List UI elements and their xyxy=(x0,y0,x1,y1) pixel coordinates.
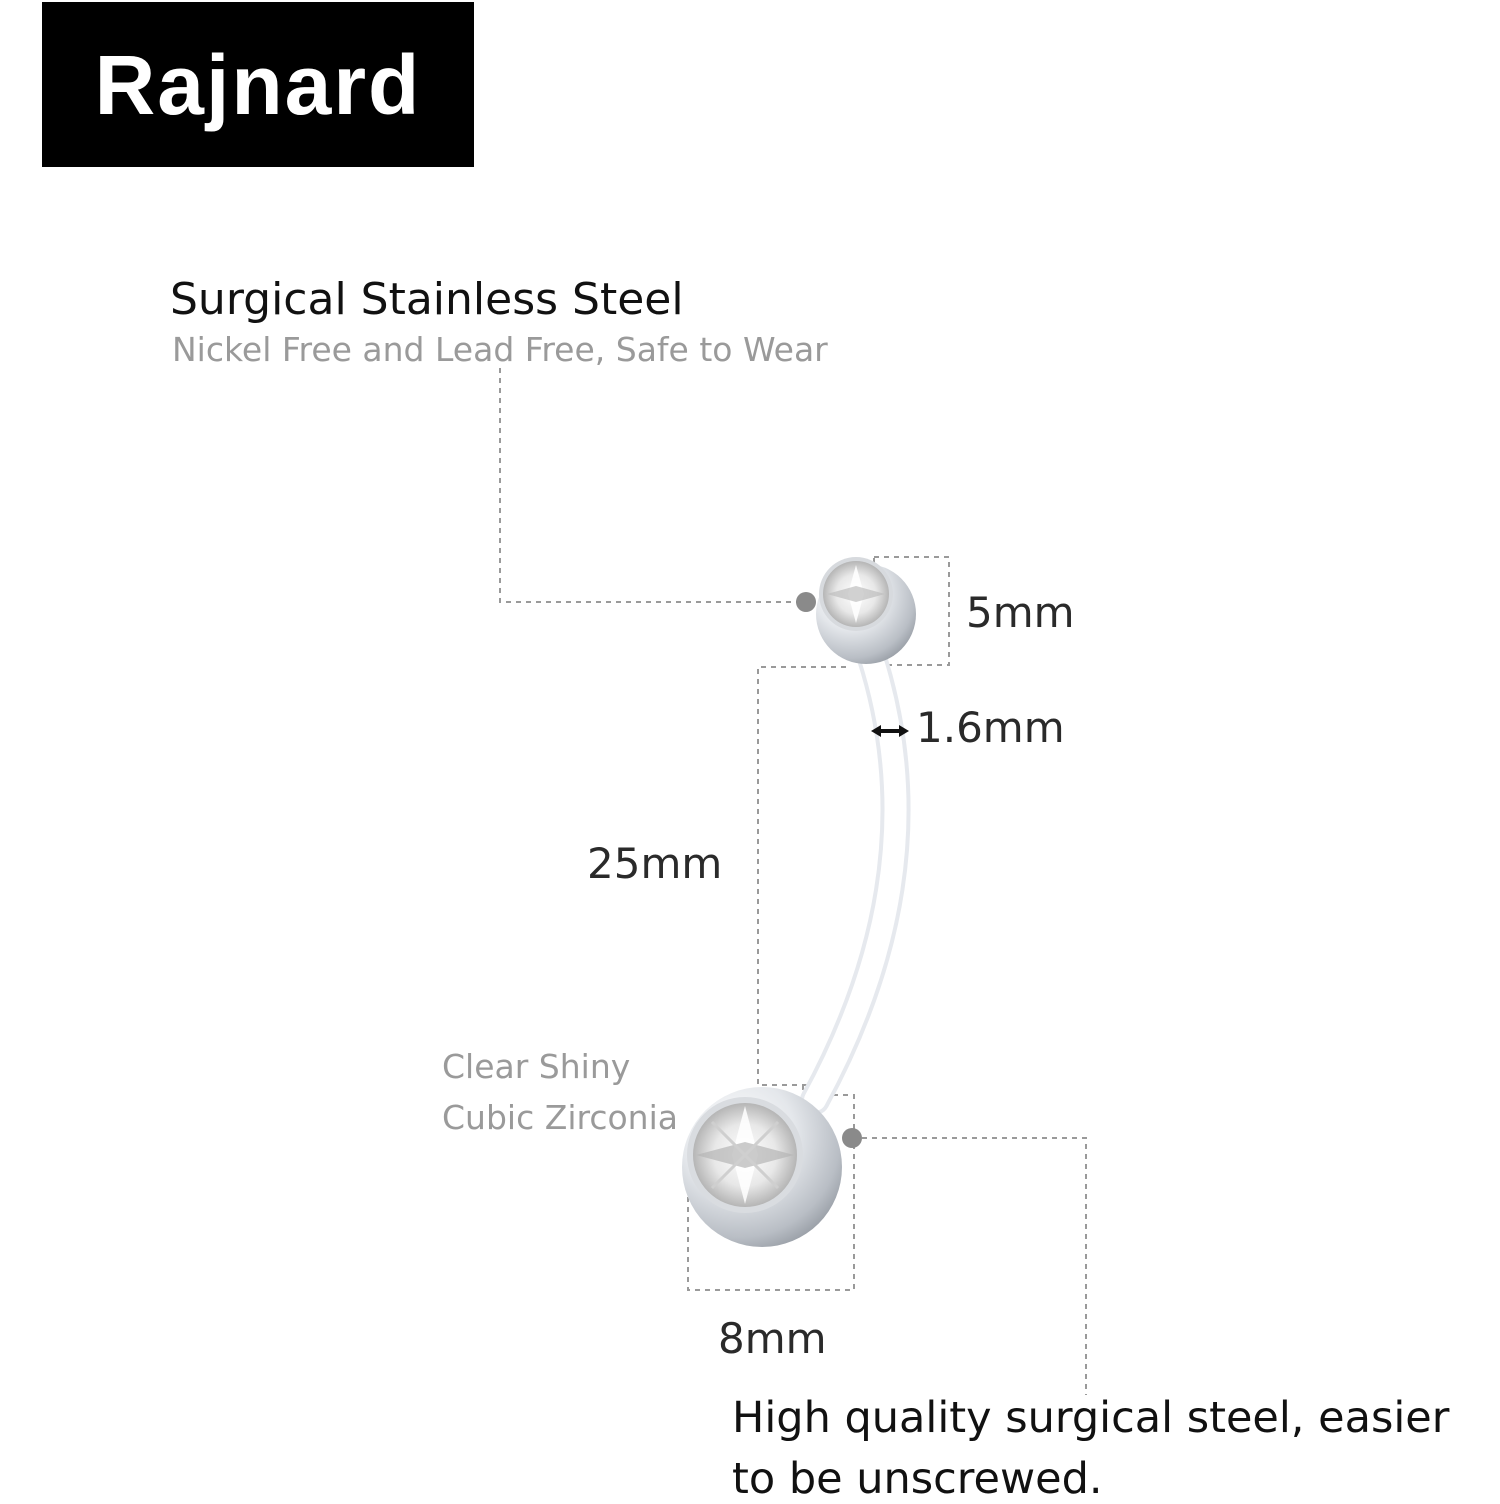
piercing-bar xyxy=(800,640,911,1115)
bottom-ball-size-label: 8mm xyxy=(718,1314,827,1363)
bottom-ball xyxy=(682,1087,842,1247)
brand-logo: Rajnard xyxy=(42,2,474,167)
pointer-dot-bottom xyxy=(842,1128,862,1148)
gem-note-line1: Clear Shiny xyxy=(442,1047,631,1086)
brand-name: Rajnard xyxy=(94,37,422,132)
quality-note-line1: High quality surgical steel, easier xyxy=(732,1393,1450,1443)
gem-note-line2: Cubic Zirconia xyxy=(442,1098,678,1137)
top-ball-size-label: 5mm xyxy=(966,588,1075,637)
top-ball xyxy=(816,557,916,664)
quality-note-line2: to be unscrewed. xyxy=(732,1454,1103,1504)
gauge-arrow-icon xyxy=(871,725,909,737)
bar-length-label: 25mm xyxy=(587,839,723,888)
material-title: Surgical Stainless Steel xyxy=(170,274,684,325)
gauge-label: 1.6mm xyxy=(916,703,1065,752)
pointer-dot-top xyxy=(796,592,816,612)
material-subtitle: Nickel Free and Lead Free, Safe to Wear xyxy=(172,330,828,369)
